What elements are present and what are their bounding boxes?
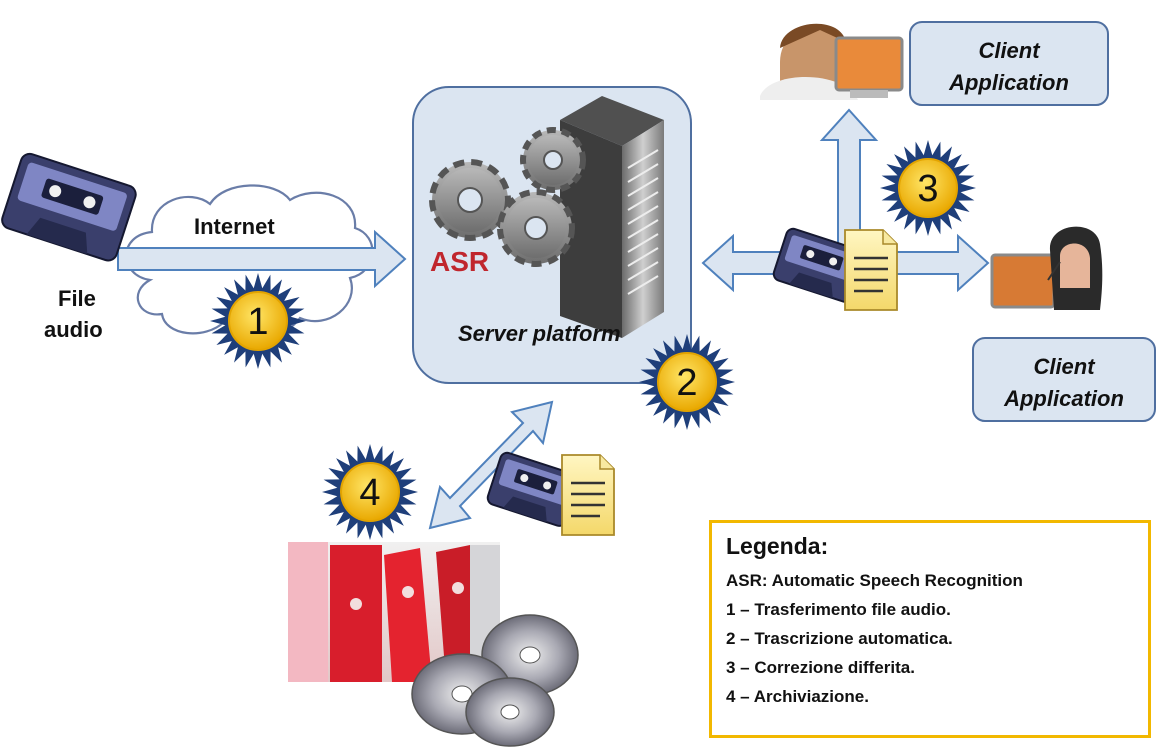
arrow-archive	[428, 400, 554, 530]
step-badge-1: 1	[210, 273, 306, 369]
cassette-icon	[486, 451, 580, 527]
client-app-top-line2: Application	[948, 70, 1069, 95]
step-badge-3: 3	[880, 140, 976, 236]
legend-item: 1 – Trasferimento file audio.	[726, 600, 951, 619]
archive-image	[288, 542, 579, 747]
legend-item: ASR: Automatic Speech Recognition	[726, 571, 1023, 590]
operator-icon	[990, 226, 1103, 310]
document-icon	[844, 229, 898, 311]
gear-icon	[520, 127, 586, 193]
step-badge-4: 4	[322, 444, 418, 540]
legend-item: 2 – Trascrizione automatica.	[726, 629, 953, 648]
internet-label: Internet	[194, 214, 275, 239]
step-badge-number: 3	[917, 168, 938, 210]
client-app-bottom-line1: Client	[1033, 354, 1096, 379]
server-icon	[560, 96, 664, 338]
server-platform-label: Server platform	[458, 321, 621, 346]
document-icon	[561, 454, 615, 536]
gear-icon	[497, 189, 575, 267]
step-badge-number: 1	[247, 301, 268, 343]
legend-item: 4 – Archiviazione.	[726, 687, 869, 706]
step-badge-number: 4	[359, 472, 380, 514]
legend-item: 3 – Correzione differita.	[726, 658, 915, 677]
arrow-transfer	[117, 229, 407, 289]
client-app-bottom-line2: Application	[1003, 386, 1124, 411]
client-app-panel-bottom	[972, 337, 1156, 422]
legend-box: Legenda: ASR: Automatic Speech Recogniti…	[709, 520, 1151, 738]
legend-title: Legenda:	[726, 533, 829, 559]
asr-label: ASR	[430, 246, 489, 277]
step-badge-2: 2	[639, 334, 735, 430]
cassette-icon	[772, 227, 866, 303]
file-audio-label-line2: audio	[44, 317, 103, 342]
client-app-panel-top	[909, 21, 1109, 106]
cassette-icon	[1, 152, 137, 262]
client-app-top-line1: Client	[978, 38, 1041, 63]
gear-icon	[429, 159, 511, 241]
operator-icon	[760, 23, 904, 100]
step-badge-number: 2	[676, 362, 697, 404]
file-audio-label-line1: File	[58, 286, 96, 311]
